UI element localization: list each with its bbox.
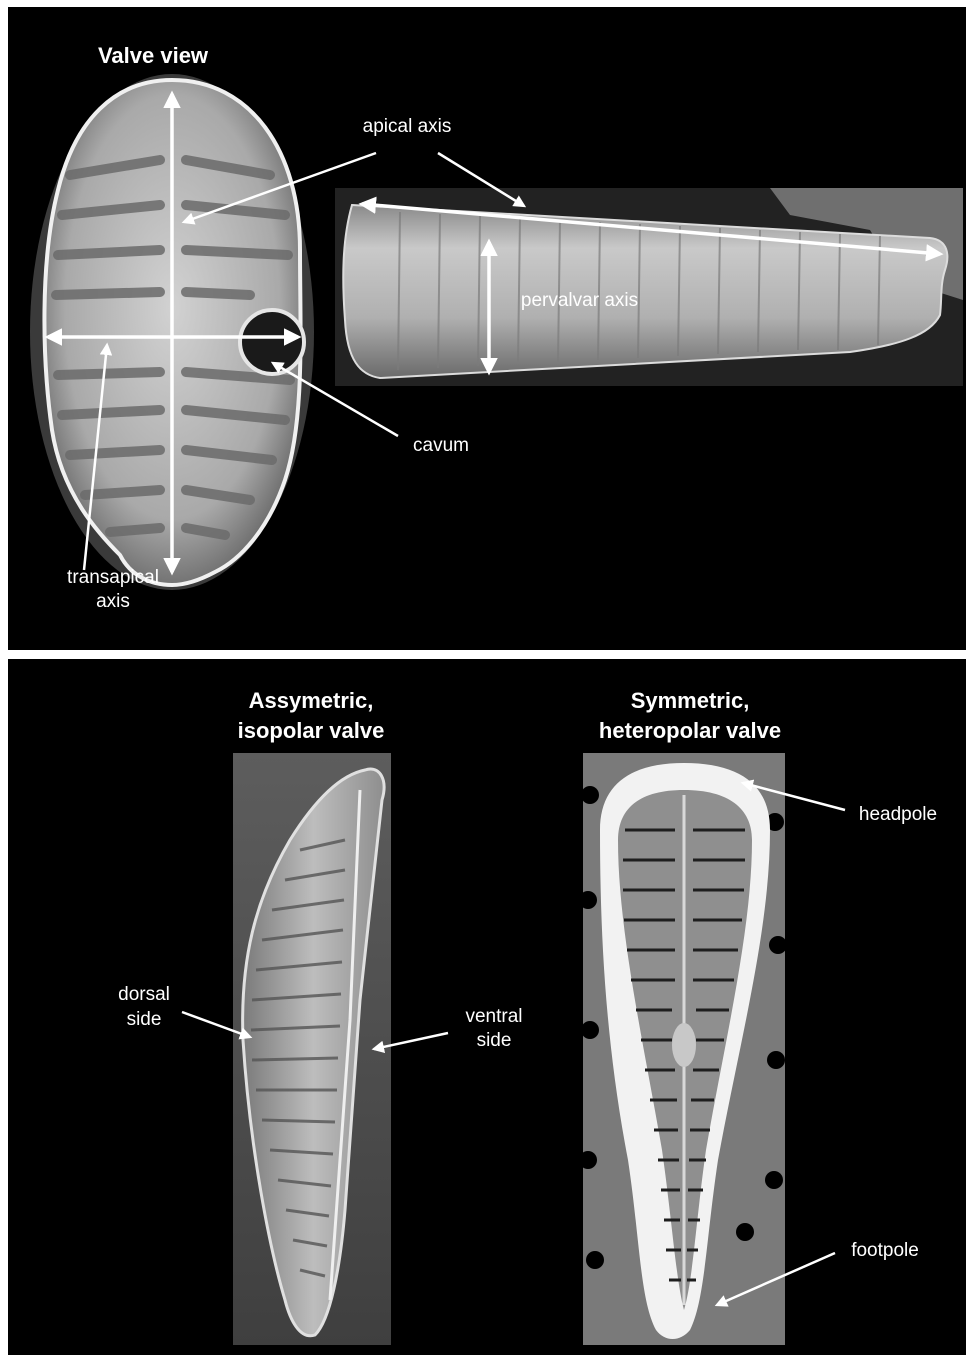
valve-view-title: Valve view: [60, 41, 246, 71]
dorsal-label-line1: dorsal: [94, 983, 194, 1006]
right-title-line1: Symmetric,: [560, 686, 820, 716]
ventral-label-line2: side: [444, 1029, 544, 1052]
transapical-label-line2: axis: [63, 590, 163, 613]
left-title-line2: isopolar valve: [196, 716, 426, 746]
ventral-label-line1: ventral: [444, 1005, 544, 1028]
cavum-label: cavum: [386, 434, 496, 457]
left-title-line1: Assymetric,: [196, 686, 426, 716]
transapical-label-line1: transapical: [48, 566, 178, 589]
apical-axis-label: apical axis: [327, 115, 487, 138]
footpole-label: footpole: [830, 1239, 940, 1262]
dorsal-label-line2: side: [94, 1008, 194, 1031]
symmetric-valve-micrograph: [579, 753, 787, 1345]
right-title-line2: heteropolar valve: [560, 716, 820, 746]
girdle-view-micrograph: [335, 188, 963, 386]
pervalvar-axis-label: pervalvar axis: [497, 289, 662, 312]
headpole-label: headpole: [843, 803, 953, 826]
asymmetric-valve-micrograph: [233, 753, 391, 1345]
